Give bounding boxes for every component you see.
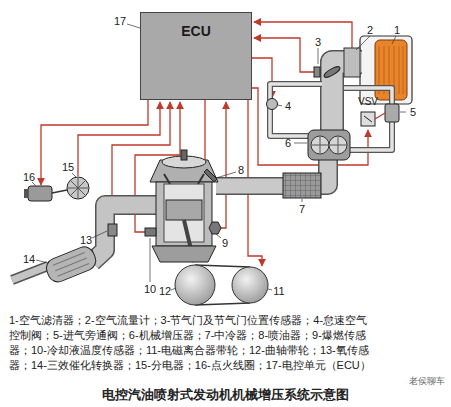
ecu-box: ECU [140, 12, 252, 100]
idle-air-valve [267, 99, 278, 110]
callout-number: 4 [285, 100, 291, 112]
ignition-coil [24, 186, 52, 201]
callout-number: 5 [410, 106, 416, 118]
callout-number: 3 [315, 36, 321, 48]
callout-number: 7 [299, 203, 305, 215]
callout-number: 14 [23, 253, 35, 265]
throttle [314, 65, 341, 79]
key-line: 器；10-冷却液温度传感器；11-电磁离合器带轮；12-曲轴带轮；13-氧传感 [9, 344, 369, 356]
key-line: 1-空气滤清器；2-空气流量计；3-节气门及节气门位置传感器；4-怠速空气 [9, 314, 367, 326]
watermark: 老侯聊车 [409, 377, 445, 387]
callout-number: 9 [222, 237, 228, 249]
callout-number: 6 [285, 137, 291, 149]
catalytic-converter [43, 244, 98, 285]
ecu-label: ECU [141, 23, 251, 39]
callout-number: 8 [238, 164, 244, 176]
callout-number: 17 [114, 15, 126, 27]
caption: 电控汽油喷射式发动机机械增压系统示意图 [0, 388, 451, 402]
vsv-label: VSV [358, 96, 378, 107]
belt-drive [175, 265, 268, 305]
intercooler [283, 173, 321, 198]
callout-number: 2 [367, 24, 373, 36]
bypass-valve [385, 104, 399, 122]
key-line: 控制阀；5-进气旁通阀；6-机械增压器；7-中冷器；8-喷油器；9-爆燃传感 [9, 329, 366, 341]
callout-number: 12 [159, 285, 171, 297]
key-line: 器；14-三效催化转换器；15-分电器；16-点火线圈；17-电控单元（ECU） [9, 359, 371, 371]
oxygen-sensor [108, 224, 117, 236]
callout-number: 10 [144, 283, 156, 295]
callout-number: 11 [273, 285, 284, 297]
air-flow-meter [344, 48, 360, 77]
vsv-symbol [361, 112, 385, 126]
distributor [52, 177, 89, 199]
callout-number: 15 [62, 161, 74, 173]
callout-number: 13 [80, 234, 92, 246]
callout-number: 1 [394, 24, 400, 36]
supercharger [308, 130, 350, 160]
air-filter [360, 36, 412, 104]
callout-number: 16 [23, 171, 35, 183]
engine [145, 150, 221, 262]
